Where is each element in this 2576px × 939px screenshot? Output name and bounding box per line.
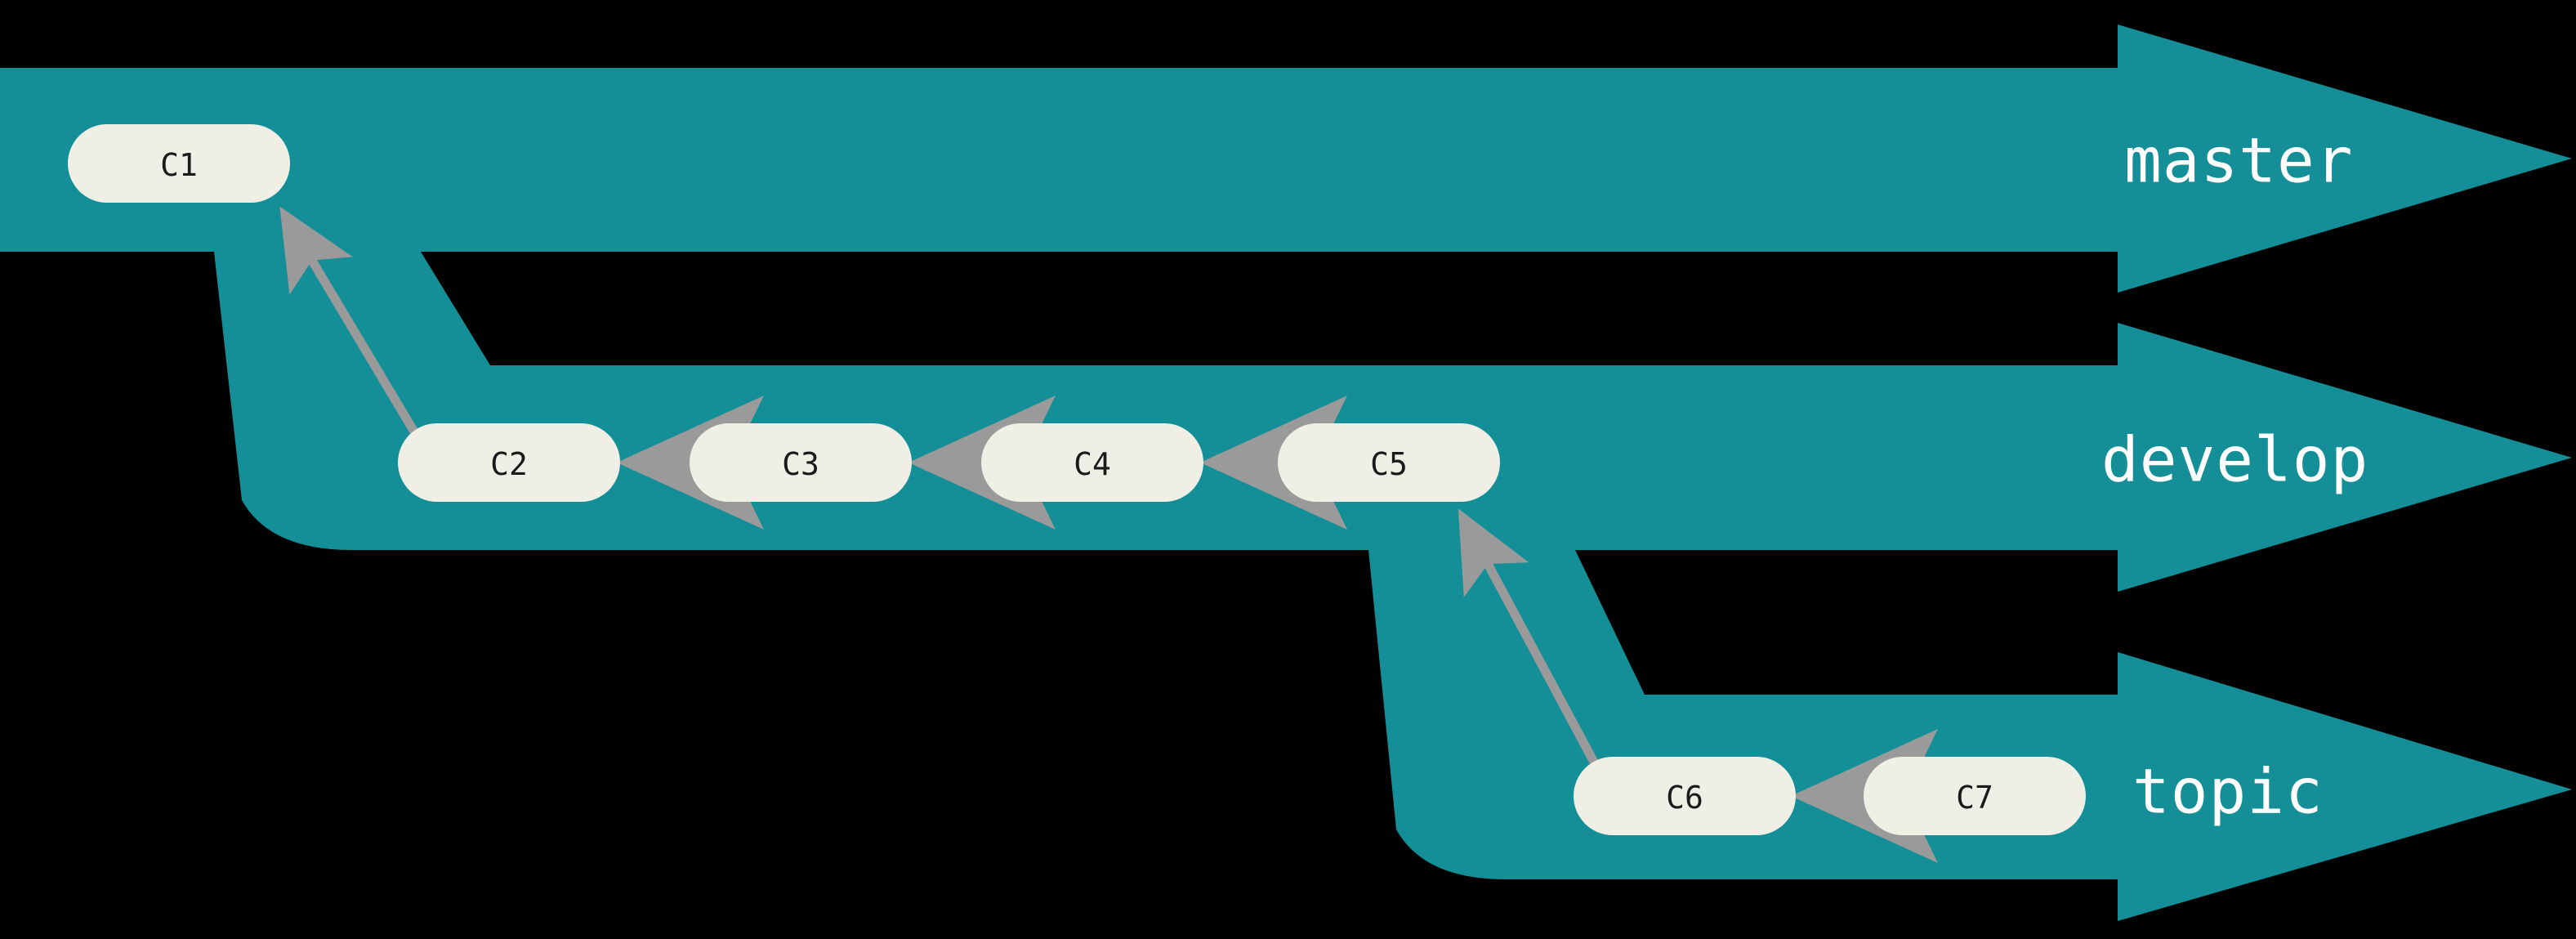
commit-node-label: C5 bbox=[1370, 446, 1408, 482]
branch-label-master: master bbox=[2124, 124, 2354, 197]
commit-node-label: C1 bbox=[160, 147, 198, 183]
commit-node-label: C2 bbox=[490, 446, 528, 482]
commit-node-shape bbox=[68, 124, 290, 203]
commit-node-shape bbox=[1864, 757, 2086, 835]
commit-node-shape bbox=[690, 423, 912, 502]
commit-node-label: C3 bbox=[782, 446, 819, 482]
branch-lane-master[interactable] bbox=[0, 25, 2572, 293]
commit-node-shape bbox=[1278, 423, 1500, 502]
commit-edge-c6-c5 bbox=[1458, 508, 1601, 771]
commit-node-c2[interactable]: C2 bbox=[398, 423, 620, 502]
commit-node-shape bbox=[1574, 757, 1796, 835]
commit-node-c7[interactable]: C7 bbox=[1864, 757, 2086, 835]
commit-edge-c2-c1 bbox=[279, 206, 424, 444]
commit-node-label: C4 bbox=[1074, 446, 1111, 482]
commit-node-c3[interactable]: C3 bbox=[690, 423, 912, 502]
commit-node-label: C7 bbox=[1956, 780, 1993, 816]
commit-node-c1[interactable]: C1 bbox=[68, 124, 290, 203]
commit-node-c6[interactable]: C6 bbox=[1574, 757, 1796, 835]
commit-node-c5[interactable]: C5 bbox=[1278, 423, 1500, 502]
commit-node-c4[interactable]: C4 bbox=[981, 423, 1203, 502]
commit-node-shape bbox=[398, 423, 620, 502]
branch-label-develop: develop bbox=[2101, 423, 2368, 496]
branch-label-topic: topic bbox=[2132, 755, 2324, 828]
commit-node-label: C6 bbox=[1666, 780, 1703, 816]
branch-lane-master-body bbox=[0, 25, 2572, 293]
commit-node-shape bbox=[981, 423, 1203, 502]
